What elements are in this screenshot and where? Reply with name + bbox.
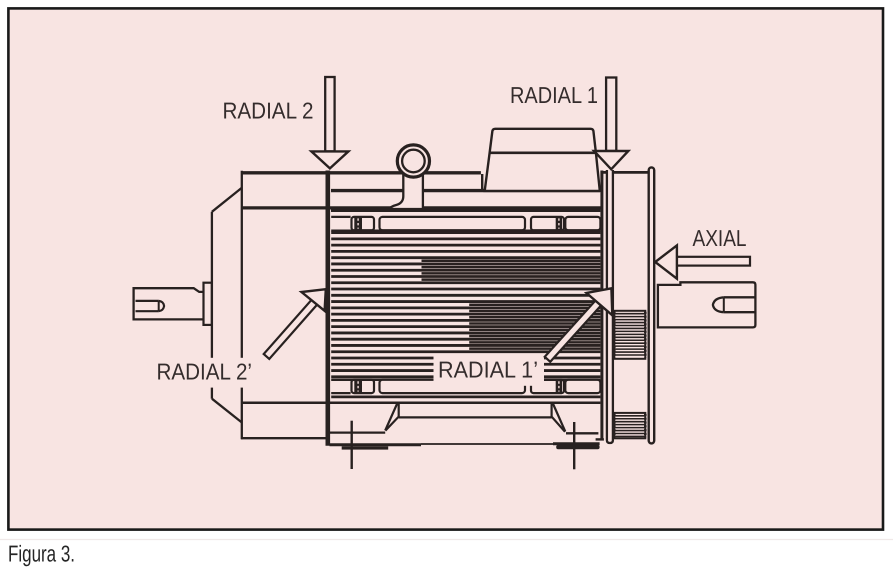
svg-text:RADIAL 1’: RADIAL 1’	[438, 357, 538, 383]
svg-text:AXIAL: AXIAL	[693, 225, 747, 251]
svg-text:RADIAL 2’: RADIAL 2’	[157, 359, 253, 385]
svg-text:Figura 3.: Figura 3.	[8, 540, 75, 566]
svg-text:RADIAL 1: RADIAL 1	[510, 82, 598, 108]
svg-text:RADIAL 2: RADIAL 2	[223, 98, 314, 124]
